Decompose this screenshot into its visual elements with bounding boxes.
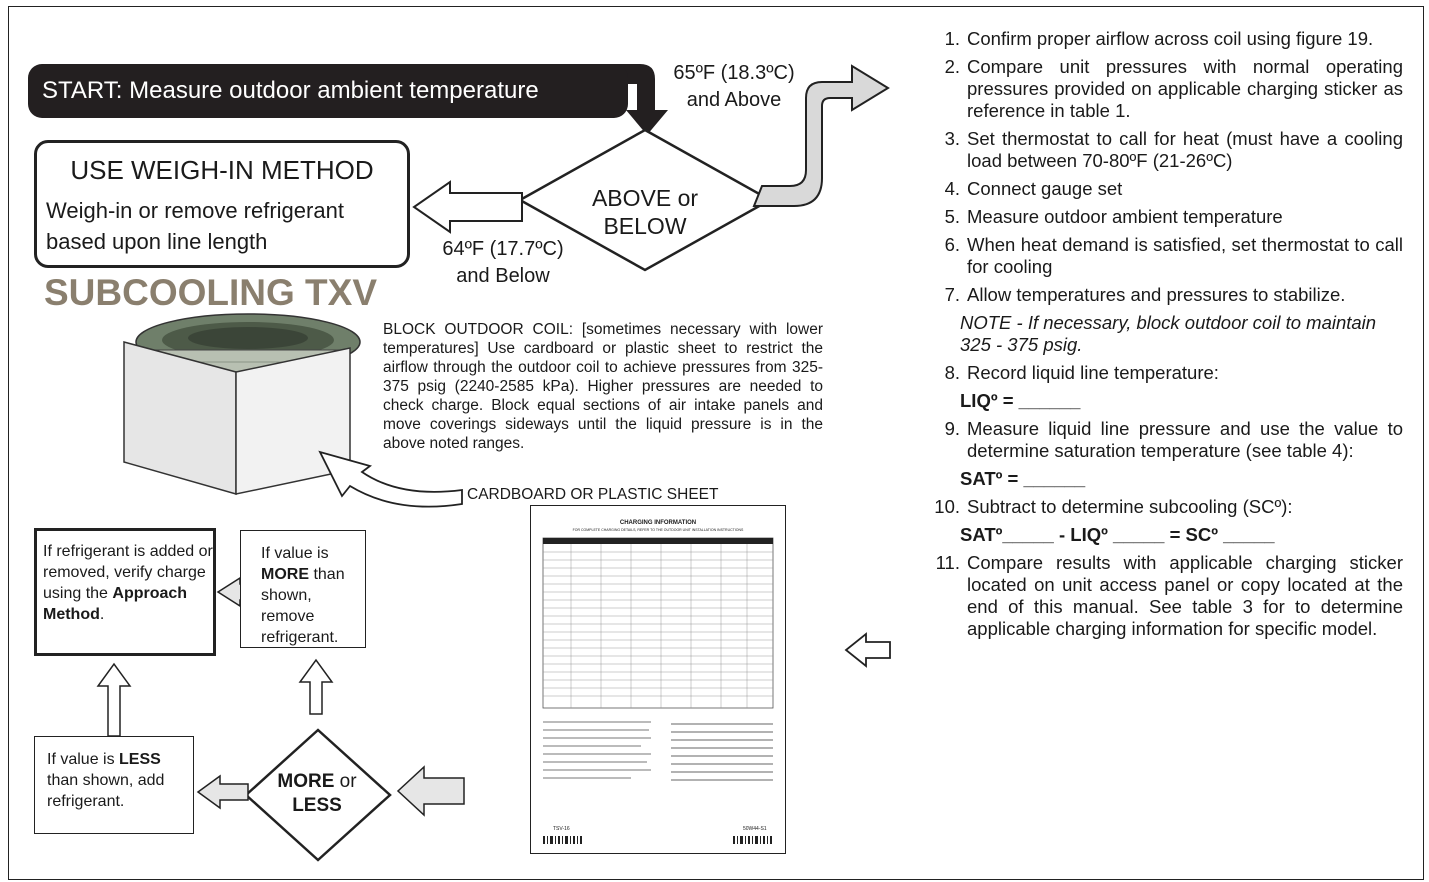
- arrow-to-step-11: [844, 632, 891, 668]
- step-text: Compare unit pressures with normal opera…: [967, 56, 1403, 121]
- step-number: 6.: [944, 234, 960, 255]
- step-8: 8. Record liquid line temperature:: [928, 362, 1403, 384]
- step-number: 9.: [944, 418, 960, 439]
- liq-temperature-blank: LIQº = ______: [960, 390, 1081, 411]
- step-text: Connect gauge set: [967, 178, 1123, 199]
- step-number: 7.: [944, 284, 960, 305]
- arrow-into-more-less: [396, 765, 465, 817]
- step-text: Confirm proper airflow across coil using…: [967, 28, 1374, 49]
- step-text: Measure outdoor ambient temperature: [967, 206, 1283, 227]
- sheet-title: CHARGING INFORMATION: [619, 520, 697, 526]
- step-number: 11.: [935, 552, 960, 573]
- or-word: or: [334, 771, 357, 792]
- weigh-in-title: USE WEIGH-IN METHOD: [70, 155, 374, 185]
- approach-method-box: If refrigerant is added or removed, veri…: [34, 528, 216, 656]
- step-10: 10. Subtract to determine subcooling (SCº…: [928, 496, 1403, 518]
- more-word: MORE: [277, 771, 335, 792]
- sheet-table-graphic: [542, 537, 774, 781]
- step-text: Set thermostat to call for heat (must ha…: [967, 128, 1403, 171]
- arrow-to-less-box: [196, 774, 249, 810]
- cardboard-label: CARDBOARD OR PLASTIC SHEET: [467, 486, 719, 503]
- more-text: If value is: [261, 545, 329, 562]
- less-word: LESS: [292, 795, 342, 816]
- step-text: Compare results with applicable charging…: [967, 552, 1403, 639]
- step-number: 3.: [944, 128, 960, 149]
- approach-text: If refrigerant is added or removed, veri…: [43, 543, 213, 602]
- block-outdoor-coil-note: BLOCK OUTDOOR COIL: [sometimes necessary…: [383, 321, 823, 452]
- step-number: 2.: [944, 56, 960, 77]
- step-3: 3. Set thermostat to call for heat (must …: [928, 128, 1403, 172]
- step-text: Subtract to determine subcooling (SCº):: [967, 496, 1293, 517]
- step-number: 8.: [944, 362, 960, 383]
- step-9: 9. Measure liquid line pressure and use t…: [928, 418, 1403, 462]
- step-1: 1. Confirm proper airflow across coil usi…: [928, 28, 1403, 50]
- more-text-end: than shown, remove refrigerant.: [261, 566, 345, 646]
- decision-above-below-label: ABOVE or BELOW: [591, 185, 699, 239]
- step-text: Measure liquid line pressure and use the…: [967, 418, 1403, 461]
- step-2: 2. Compare unit pressures with normal ope…: [928, 56, 1403, 122]
- step-7: 7. Allow temperatures and pressures to st…: [928, 284, 1403, 306]
- diagram-frame: [8, 6, 1424, 880]
- step-text: Allow temperatures and pressures to stab…: [967, 284, 1346, 305]
- step-text: When heat demand is satisfied, set therm…: [967, 234, 1403, 277]
- step-number: 5.: [944, 206, 960, 227]
- outdoor-unit-illustration: [123, 313, 361, 495]
- decision-diamond-above-below: [517, 128, 773, 272]
- decision-diamond-more-less: [244, 728, 392, 862]
- step-number: 10.: [934, 496, 960, 517]
- more-than-box: If value is MORE than shown, remove refr…: [240, 530, 366, 648]
- condition-above-label: 65ºF (18.3ºC) and Above: [673, 62, 795, 111]
- less-text-end: than shown, add refrigerant.: [47, 772, 165, 810]
- arrow-to-steps: [752, 64, 890, 207]
- sat-temperature-blank: SATº = ______: [960, 468, 1086, 489]
- procedure-steps: 1. Confirm proper airflow across coil usi…: [928, 28, 1403, 646]
- sheet-subtitle: FOR COMPLETE CHARGING DETAILS, REFER TO …: [572, 528, 744, 532]
- start-box: START: Measure outdoor ambient temperatu…: [28, 64, 628, 118]
- step-6: 6. When heat demand is satisfied, set the…: [928, 234, 1403, 278]
- step-11: 11. Compare results with applicable charg…: [928, 552, 1403, 640]
- arrow-to-weigh-in: [412, 180, 523, 234]
- charging-info-sheet: CHARGING INFORMATION FOR COMPLETE CHARGI…: [530, 505, 786, 854]
- step-5: 5. Measure outdoor ambient temperature: [928, 206, 1403, 228]
- step-7-note: NOTE - If necessary, block outdoor coil …: [960, 312, 1377, 355]
- condition-below-label: 64ºF (17.7ºC) and Below: [442, 238, 564, 287]
- step-4: 4. Connect gauge set: [928, 178, 1403, 200]
- arrow-to-more-box: [298, 658, 334, 715]
- step-number: 4.: [944, 178, 960, 199]
- arrow-to-approach-box: [96, 662, 132, 737]
- sheet-footer-right: 50W44-S1: [743, 826, 767, 832]
- sheet-barcodes: [543, 836, 772, 844]
- cardboard-pointer-arrow: [318, 450, 463, 508]
- less-emphasis: LESS: [119, 751, 161, 768]
- arrow-more-to-approach: [216, 576, 243, 608]
- weigh-in-text: Weigh-in or remove refrigerant based upo…: [46, 198, 344, 254]
- weigh-in-method-box: USE WEIGH-IN METHOD Weigh-in or remove r…: [34, 140, 410, 268]
- less-than-box: If value is LESS than shown, add refrige…: [34, 736, 194, 834]
- approach-method-emphasis: Approach Method: [43, 585, 188, 623]
- approach-text-end: .: [99, 606, 105, 623]
- subcooling-formula: SATº_____ - LIQº _____ = SCº _____: [960, 524, 1275, 545]
- section-title: SUBCOOLING TXV: [44, 272, 378, 313]
- more-emphasis: MORE: [261, 566, 309, 583]
- step-number: 1.: [944, 28, 960, 49]
- less-text: If value is: [47, 751, 120, 768]
- sheet-footer-left: TSV-16: [553, 826, 570, 832]
- step-text: Record liquid line temperature:: [967, 362, 1219, 383]
